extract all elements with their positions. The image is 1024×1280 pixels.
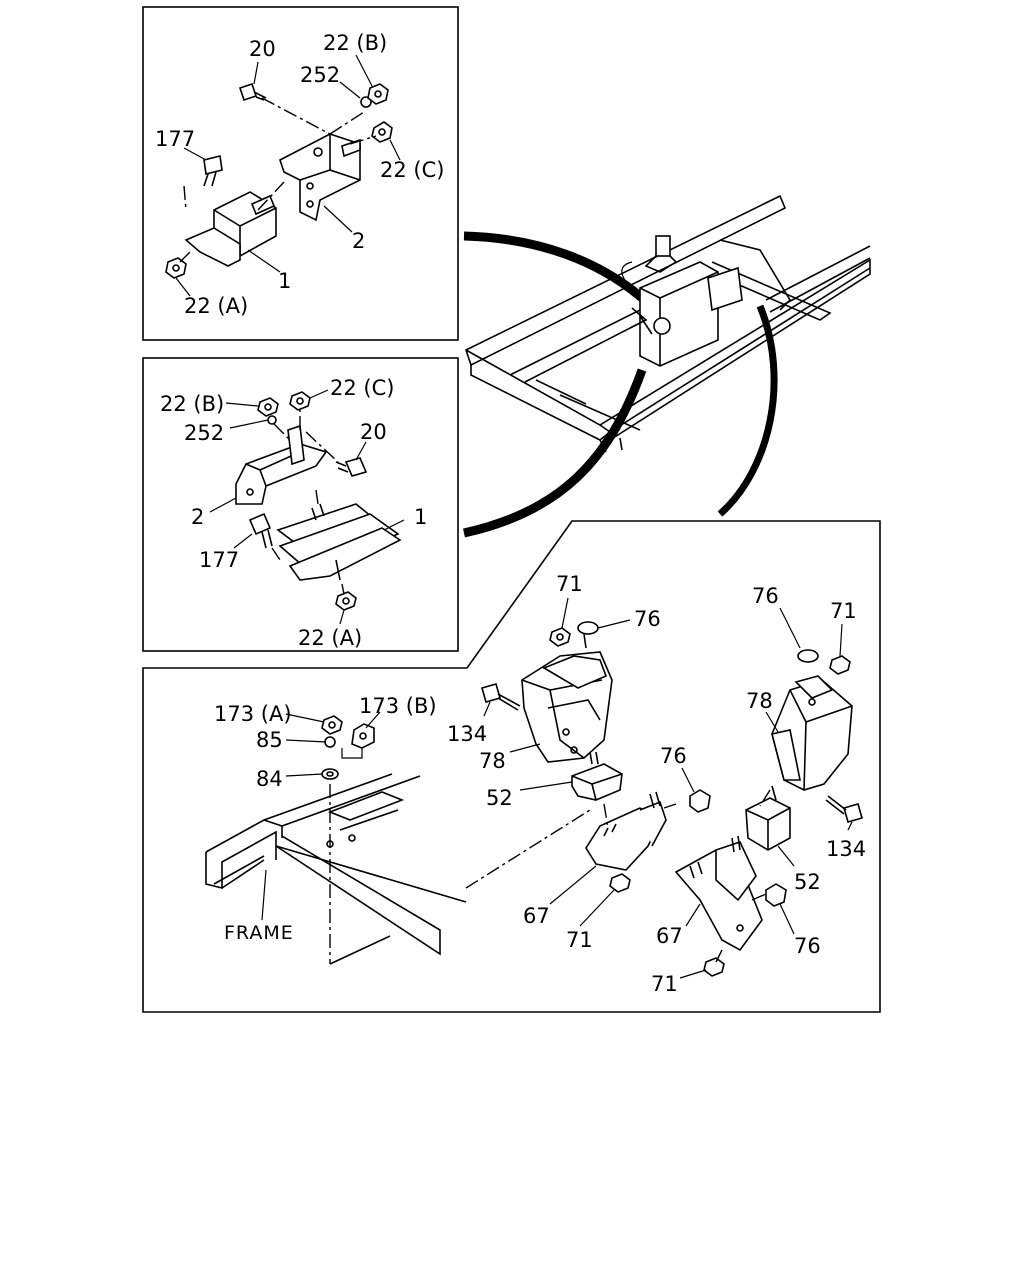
label-middle-left-252: 252 — [184, 421, 224, 445]
panel-middle-left-parts — [235, 391, 402, 611]
label-middle-left-2: 2 — [191, 505, 204, 529]
label-bottom-173a: 173 (A) — [214, 702, 292, 726]
panel-top-left-parts — [165, 82, 393, 279]
chassis-overview — [465, 194, 871, 453]
label-middle-left-1: 1 — [414, 505, 427, 529]
label-middle-left-177: 177 — [199, 548, 239, 572]
panel-top-left-leaders — [175, 54, 401, 297]
label-bottom-frame: FRAME — [224, 922, 294, 944]
label-bottom-84: 84 — [256, 767, 283, 791]
label-bottom-78-right: 78 — [746, 689, 773, 713]
label-middle-left-22b: 22 (B) — [160, 392, 224, 416]
panel-bottom-leaders — [261, 597, 853, 979]
panel-top-left-border — [142, 6, 459, 341]
label-middle-left-20: 20 — [360, 420, 387, 444]
label-top-left-252: 252 — [300, 63, 340, 87]
panel-middle-left-leaders — [209, 389, 405, 625]
label-bottom-52-left: 52 — [486, 786, 513, 810]
label-bottom-78-left: 78 — [479, 749, 506, 773]
label-top-left-177: 177 — [155, 127, 195, 151]
label-middle-left-22c: 22 (C) — [330, 376, 394, 400]
label-bottom-71-bottom-left: 71 — [566, 928, 593, 952]
label-bottom-67-left: 67 — [523, 904, 550, 928]
panel-bottom-border — [142, 520, 881, 1013]
right-mount-assembly — [674, 649, 863, 977]
label-bottom-76-top-left: 76 — [634, 607, 661, 631]
frame-rail — [205, 773, 467, 965]
label-bottom-71-top-left: 71 — [556, 572, 583, 596]
callout-arcs — [463, 231, 778, 538]
label-bottom-52-right: 52 — [794, 870, 821, 894]
label-bottom-76-top-right: 76 — [752, 584, 779, 608]
label-top-left-22c: 22 (C) — [380, 158, 444, 182]
label-bottom-173b: 173 (B) — [359, 694, 437, 718]
panel-middle-left-border — [142, 357, 459, 652]
label-bottom-71-bottom-right: 71 — [651, 972, 678, 996]
label-top-left-22b: 22 (B) — [323, 31, 387, 55]
label-top-left-22a: 22 (A) — [184, 294, 248, 318]
panel-bottom-parts — [205, 621, 863, 977]
label-bottom-71-top-right: 71 — [830, 599, 857, 623]
label-top-left-20: 20 — [249, 37, 276, 61]
label-bottom-76-bottom-right: 76 — [794, 934, 821, 958]
label-bottom-67-right: 67 — [656, 924, 683, 948]
label-bottom-76-mid-left: 76 — [660, 744, 687, 768]
label-top-left-2: 2 — [352, 229, 365, 253]
label-bottom-134-right: 134 — [826, 837, 866, 861]
label-bottom-85: 85 — [256, 728, 283, 752]
left-mount-assembly — [481, 621, 711, 893]
label-top-left-1: 1 — [278, 269, 291, 293]
bolt-20-part — [238, 82, 267, 102]
label-bottom-134-left: 134 — [447, 722, 487, 746]
label-middle-left-22a: 22 (A) — [298, 626, 362, 650]
